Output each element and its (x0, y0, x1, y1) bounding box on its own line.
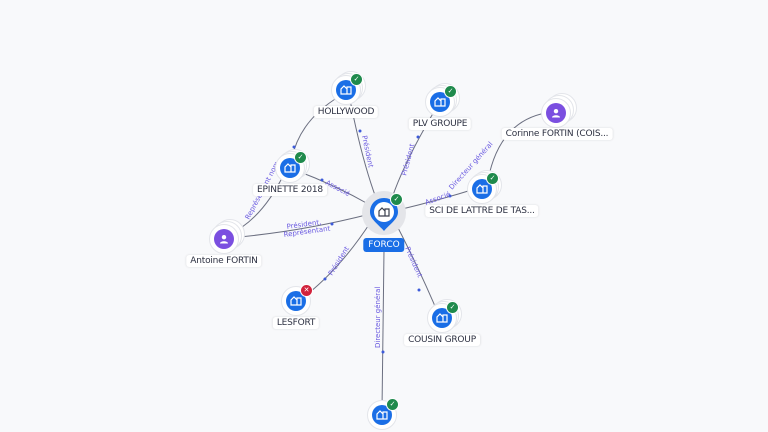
building-icon (372, 405, 392, 425)
edge-arrow (448, 194, 452, 198)
edge-arrow (330, 222, 334, 226)
status-active-icon: ✓ (446, 301, 459, 314)
edge-arrow (381, 350, 385, 354)
edge-label-forco-bottom: Directeur général (374, 287, 382, 348)
edge-label-forco-epinette: Associé (324, 179, 351, 198)
node-label-lesfort[interactable]: LESFORT (272, 317, 320, 329)
status-active-icon: ✓ (386, 398, 399, 411)
edge-arrow (417, 288, 421, 292)
center-node-label[interactable]: FORCO (363, 238, 405, 252)
building-icon (430, 92, 450, 112)
edge-arrow (358, 129, 362, 133)
status-active-icon: ✓ (350, 73, 363, 86)
person-icon (214, 229, 234, 249)
node-hollywood[interactable]: ✓ (331, 71, 366, 105)
node-label-hollywood[interactable]: HOLLYWOOD (313, 106, 379, 118)
node-label-sci-de-lattre[interactable]: SCI DE LATTRE DE TAS... (425, 205, 539, 217)
node-lesfort[interactable]: ✕ (281, 284, 313, 316)
edge-label-forco-cousin: Président (403, 246, 424, 279)
node-label-cousin-group[interactable]: COUSIN GROUP (404, 334, 480, 346)
building-icon (280, 158, 300, 178)
edge-arrow (292, 145, 296, 149)
edge-forco-bottom (381, 249, 385, 411)
node-antoine-fortin[interactable] (209, 219, 245, 254)
building-icon (472, 179, 492, 199)
node-sci-de-lattre[interactable]: ✓ (467, 170, 502, 204)
node-corinne-fortin[interactable] (541, 93, 577, 128)
building-icon (336, 80, 356, 100)
node-label-epinette-2018[interactable]: EPINETTE 2018 (253, 184, 327, 196)
edge-label-forco-plv: Président (400, 143, 416, 177)
node-plv-groupe[interactable]: ✓ (425, 83, 460, 117)
edge-label-forco-lesfort: Président (327, 245, 351, 277)
edge-arrow (416, 135, 420, 139)
status-active-icon: ✓ (294, 151, 307, 164)
status-active-icon: ✓ (444, 85, 457, 98)
node-epinette-2018[interactable]: ✓ (275, 149, 310, 183)
node-label-plv-groupe[interactable]: PLV GROUPE (408, 118, 472, 130)
edge-arrow (320, 178, 324, 182)
edge-arrow (323, 277, 327, 281)
node-bottom-company[interactable]: ✓ (367, 398, 399, 430)
status-active-icon: ✓ (486, 172, 499, 185)
node-label-corinne-fortin[interactable]: Corinne FORTIN (COIS... (501, 128, 613, 140)
status-active-icon: ✓ (390, 193, 403, 206)
status-closed-icon: ✕ (300, 284, 313, 297)
map-pin-icon (370, 198, 398, 231)
center-node-forco[interactable]: ✓ (369, 193, 403, 231)
building-icon (432, 308, 452, 328)
building-icon (286, 291, 306, 311)
edge-forco-plv (391, 104, 439, 199)
node-cousin-group[interactable]: ✓ (427, 299, 462, 333)
person-icon (546, 103, 566, 123)
node-label-antoine-fortin[interactable]: Antoine FORTIN (186, 255, 262, 267)
